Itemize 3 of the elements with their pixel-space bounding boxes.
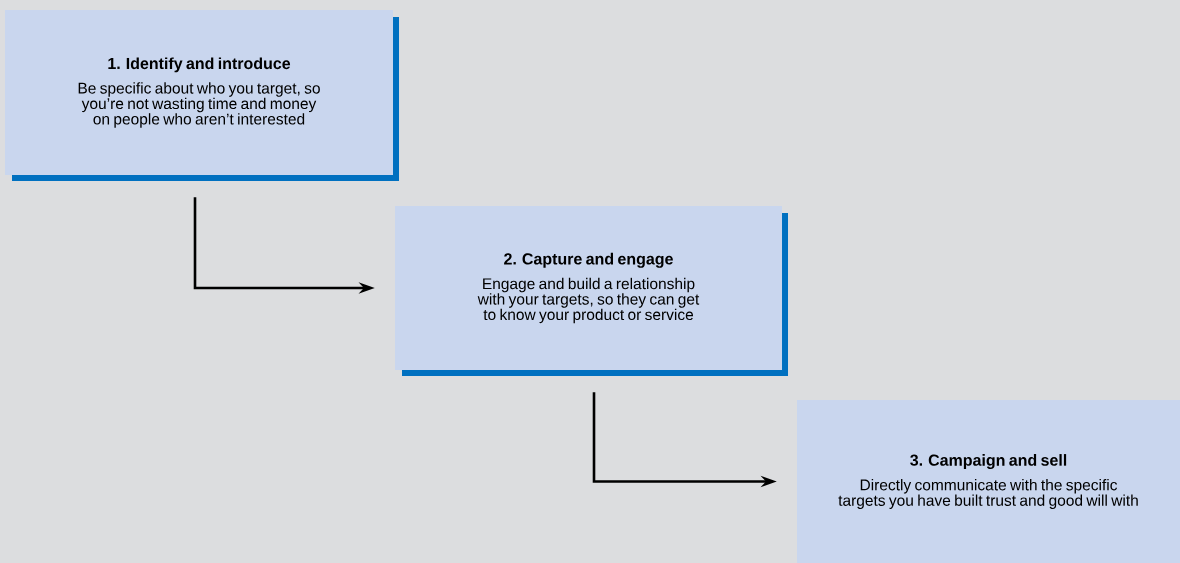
step-box: 1. Identify and introduce Be specific about who you target, so you’re not wasting time and money on people who aren’t interested bbox=[5, 10, 399, 181]
step-box: 3. Campaign and sell Directly communicate with the specific targets you have built trust and good will with bbox=[797, 400, 1180, 563]
step-box: 2. Capture and engage Engage and build a relationship with your targets, so they can get to know your product or service bbox=[395, 206, 788, 376]
